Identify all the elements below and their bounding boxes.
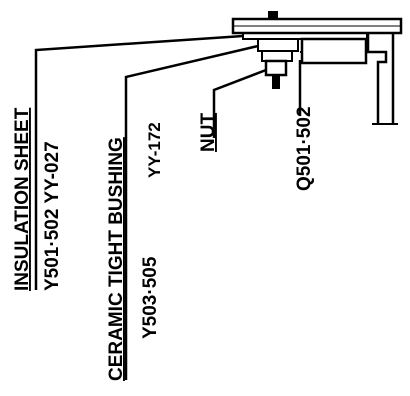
leader-ceramic-bushing [124, 44, 259, 380]
leader-lines [34, 34, 302, 380]
label-ceramic-tight-bushing: CERAMIC TIGHT BUSHING [106, 137, 127, 381]
label-insulation-sheet: INSULATION SHEET [12, 107, 33, 291]
leader-insulation-sheet [34, 34, 244, 290]
ceramic-bushing-part [257, 38, 299, 52]
label-ceramic-bushing-code-y: Y503·505 [140, 256, 161, 339]
nut-part [264, 59, 288, 77]
label-ceramic-bushing-code-yy: YY-172 [145, 122, 164, 178]
washer [261, 50, 293, 62]
screw-shank [272, 75, 280, 89]
label-transistor: Q501·502 [294, 106, 315, 191]
right-bracket [366, 33, 388, 124]
label-nut: NUT [198, 113, 219, 152]
label-insulation-sheet-codes: Y501·502 YY-027 [42, 141, 63, 291]
transistor-body [300, 37, 368, 65]
heatsink-assembly [231, 11, 403, 125]
leader-nut [212, 68, 267, 138]
top-screw [268, 11, 278, 19]
